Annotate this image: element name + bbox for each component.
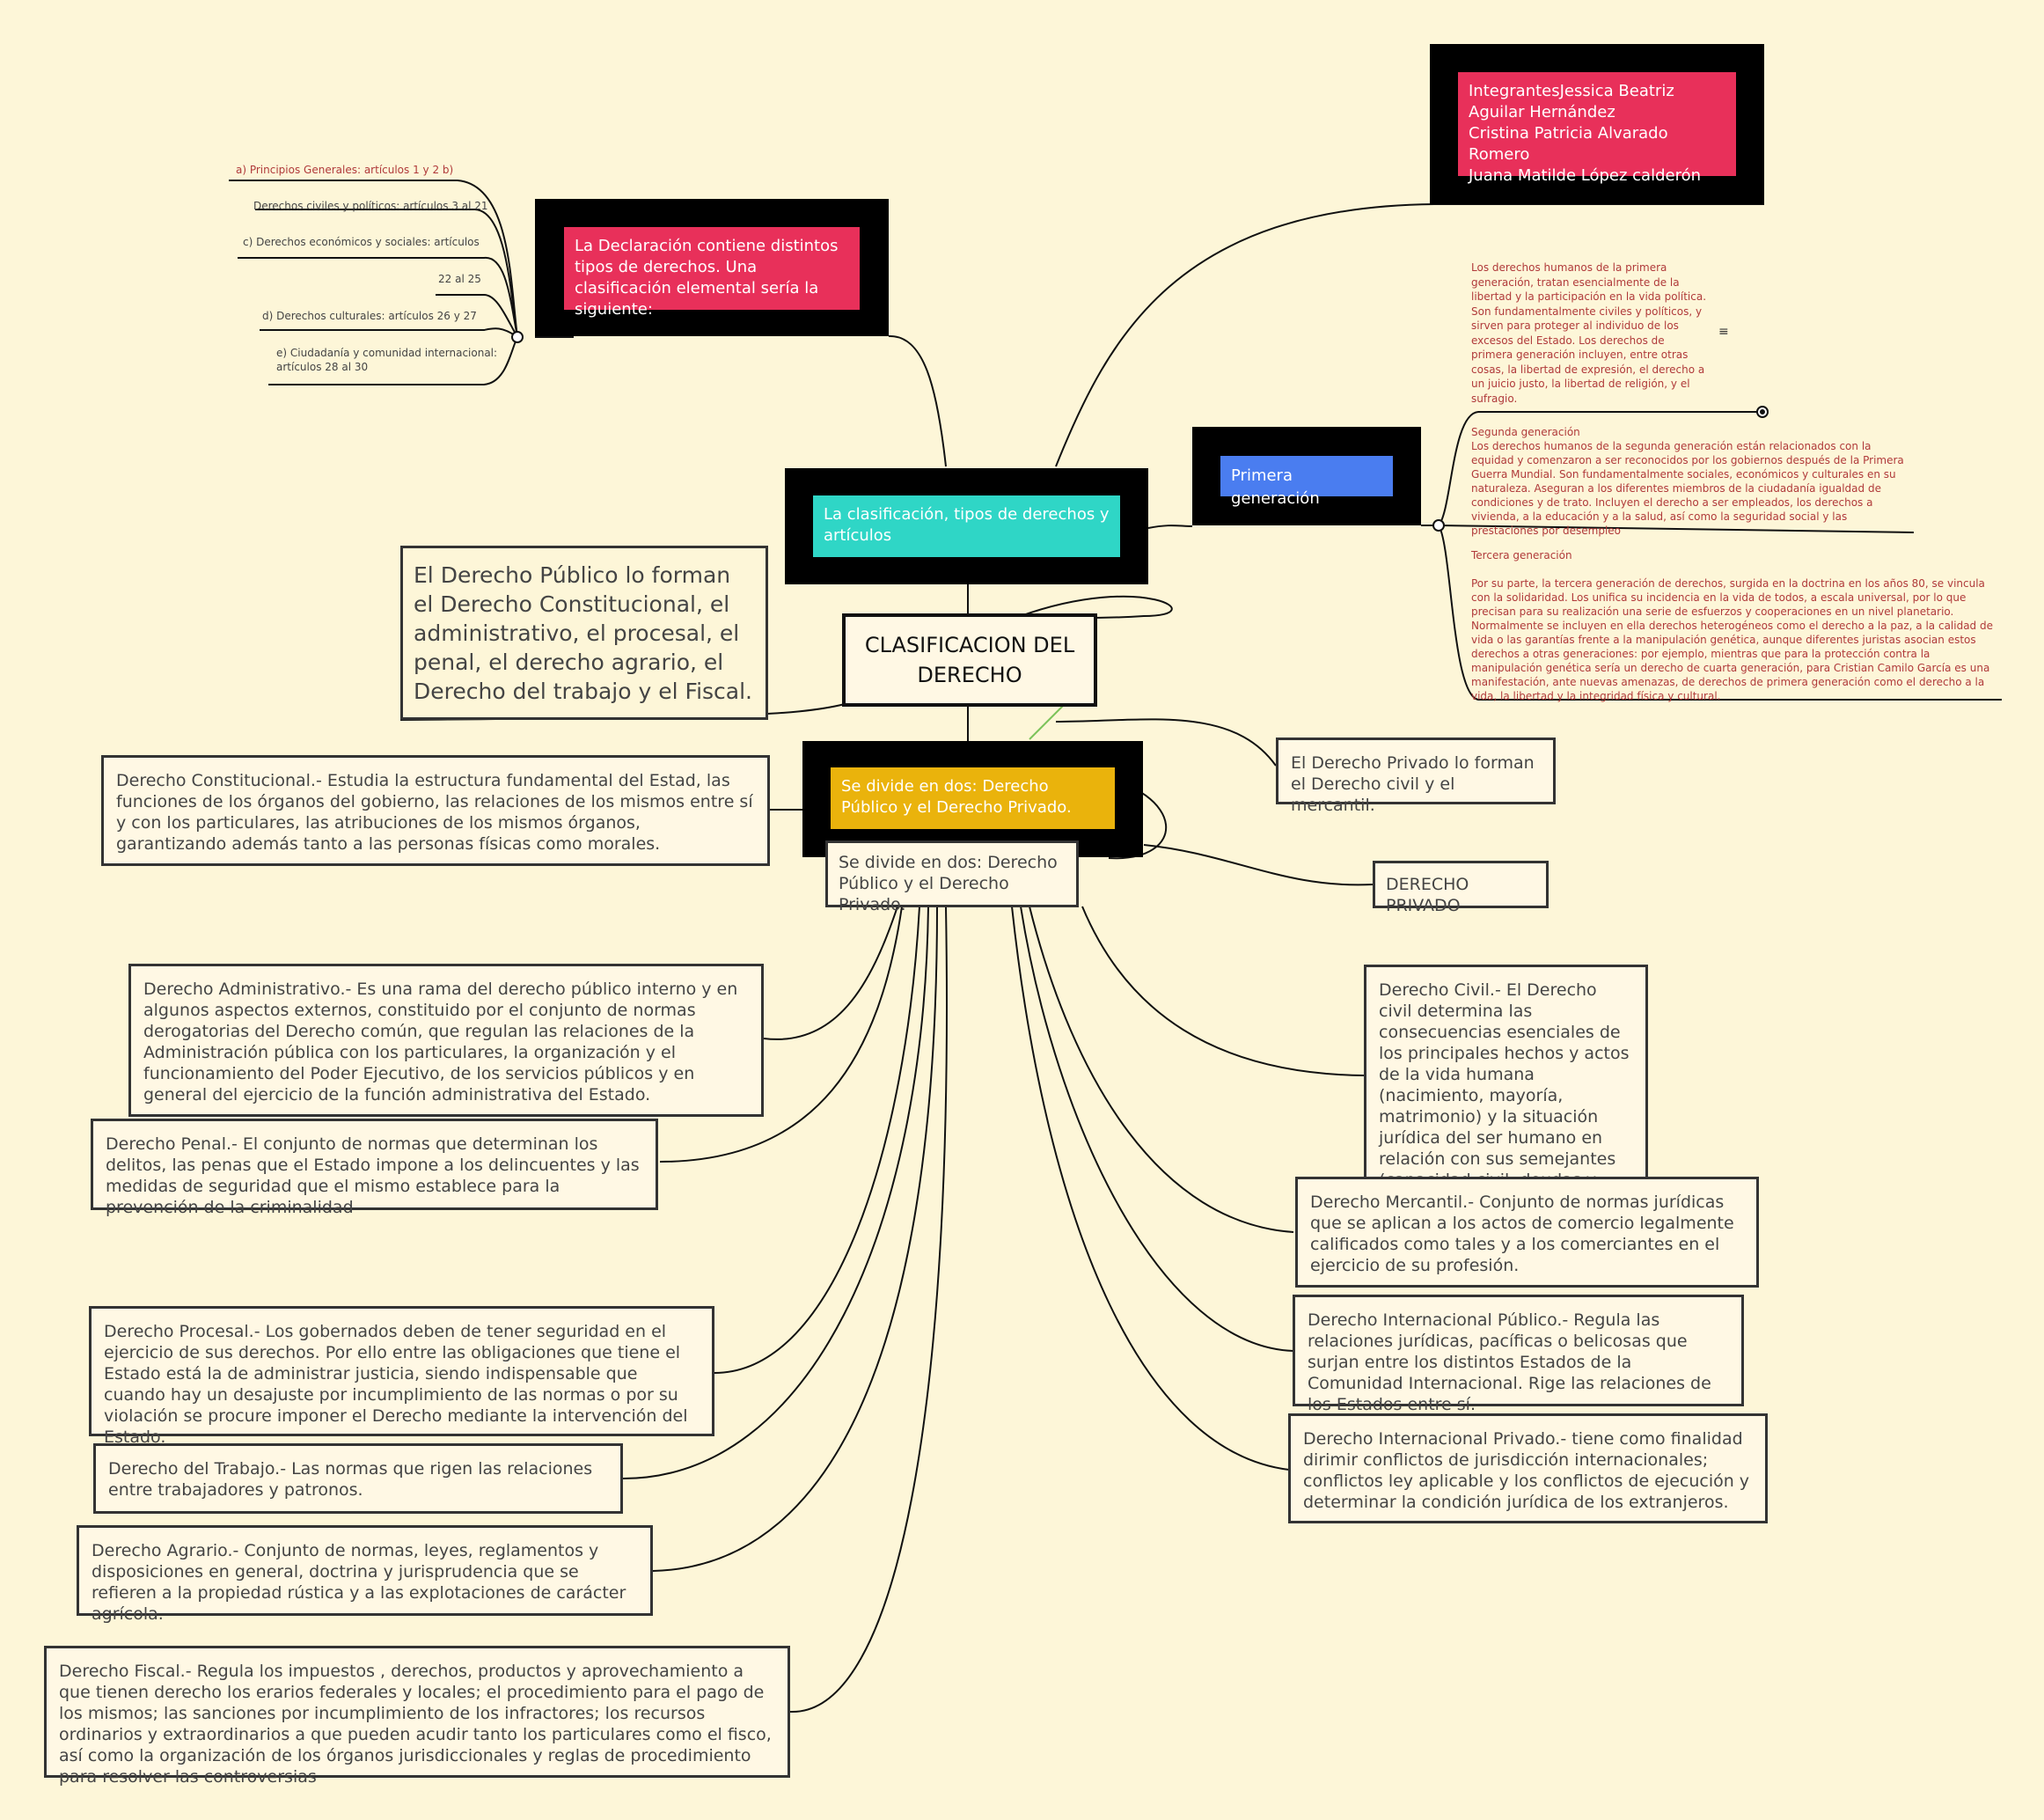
tercera-generacion-text: Por su parte, la tercera generación de d… (1471, 577, 1993, 702)
derecho-privado-node[interactable]: DERECHO PRIVADO (1373, 861, 1549, 915)
declaracion-item-d: d) Derechos culturales: artículos 26 y 2… (262, 310, 477, 322)
declaracion-item-e: e) Ciudadanía y comunidad internacional:… (276, 347, 498, 373)
integrantes-label: IntegrantesJessica Beatriz Aguilar Herná… (1458, 72, 1736, 185)
derecho-internacional-privado[interactable]: Derecho Internacional Privado.- tiene co… (1288, 1413, 1768, 1523)
derecho-privado-summary[interactable]: El Derecho Privado lo forman el Derecho … (1276, 738, 1556, 815)
integrantes-node[interactable]: IntegrantesJessica Beatriz Aguilar Herná… (1430, 44, 1764, 204)
primera-generacion-label: Primera generación (1220, 456, 1393, 508)
derecho-procesal[interactable]: Derecho Procesal.- Los gobernados deben … (89, 1306, 714, 1447)
declaracion-item-c: c) Derechos económicos y sociales: artíc… (243, 236, 480, 248)
declaracion-label: La Declaración contiene distintos tipos … (564, 227, 860, 319)
clasificacion-label: La clasificación, tipos de derechos y ar… (813, 495, 1120, 557)
se-divide-node[interactable]: Se divide en dos: Derecho Público y el D… (802, 741, 1143, 857)
segunda-generacion-text: Los derechos humanos de la segunda gener… (1471, 440, 1904, 537)
derecho-mercantil[interactable]: Derecho Mercantil.- Conjunto de normas j… (1295, 1177, 1759, 1288)
tercera-generacion-title: Tercera generación (1471, 549, 1572, 561)
segunda-generacion-title: Segunda generación (1471, 426, 1580, 438)
derecho-internacional-publico[interactable]: Derecho Internacional Público.- Regula l… (1293, 1295, 1744, 1414)
clasificacion-node[interactable]: La clasificación, tipos de derechos y ar… (785, 468, 1148, 584)
center-title: CLASIFICACION DEL DERECHO (864, 633, 1075, 687)
derecho-fiscal[interactable]: Derecho Fiscal.- Regula los impuestos , … (44, 1646, 790, 1787)
declaracion-node[interactable]: La Declaración contiene distintos tipos … (535, 199, 889, 336)
note-icon[interactable]: ≡ (1718, 325, 1729, 339)
derecho-constitucional[interactable]: Derecho Constitucional.- Estudia la estr… (101, 755, 770, 866)
declaracion-item-a: a) Principios Generales: artículos 1 y 2… (236, 164, 454, 176)
derecho-administrativo[interactable]: Derecho Administrativo.- Es una rama del… (128, 964, 764, 1117)
derecho-civil[interactable]: Derecho Civil.- El Derecho civil determi… (1364, 965, 1648, 1211)
primera-generacion-node[interactable]: Primera generación (1192, 427, 1421, 525)
derecho-agrario[interactable]: Derecho Agrario.- Conjunto de normas, le… (77, 1525, 653, 1624)
primera-generacion-note: Los derechos humanos de la primera gener… (1471, 261, 1707, 405)
center-node[interactable]: CLASIFICACION DEL DERECHO (842, 613, 1097, 707)
derecho-penal[interactable]: Derecho Penal.- El conjunto de normas qu… (91, 1119, 658, 1217)
derecho-trabajo[interactable]: Derecho del Trabajo.- Las normas que rig… (93, 1443, 623, 1514)
declaracion-item-c2: 22 al 25 (438, 273, 481, 285)
declaracion-item-b: Derechos civiles y políticos: artículos … (253, 200, 488, 212)
se-divide-subnode[interactable]: Se divide en dos: Derecho Público y el D… (825, 840, 1079, 914)
se-divide-label: Se divide en dos: Derecho Público y el D… (831, 767, 1115, 829)
derecho-publico-summary[interactable]: El Derecho Público lo forman el Derecho … (400, 546, 768, 720)
